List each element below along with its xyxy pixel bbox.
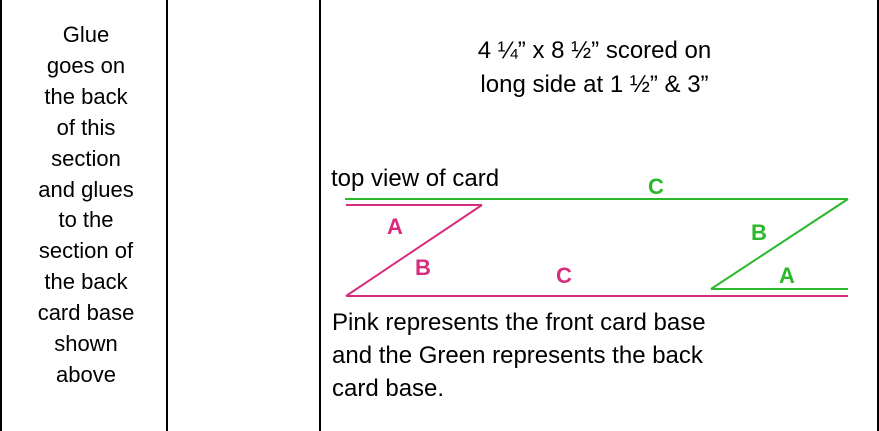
glue-line: section of	[38, 238, 134, 264]
table-border-left	[0, 0, 2, 431]
glue-line: the back	[44, 269, 128, 295]
glue-line: above	[56, 361, 116, 387]
glue-instructions: Glue goes on the back of this section an…	[12, 20, 160, 391]
glue-line: shown	[54, 331, 118, 357]
card-dimensions-heading: 4 ¼” x 8 ½” scored on long side at 1 ½” …	[322, 34, 867, 102]
glue-line: section	[51, 145, 121, 171]
pink-segment-b	[345, 204, 483, 297]
glue-line: goes on	[46, 52, 126, 78]
label-green-c: C	[648, 174, 664, 199]
label-pink-b: B	[415, 255, 431, 280]
glue-line: card base	[37, 300, 135, 326]
glue-line: of this	[56, 114, 116, 140]
top-view-label: top view of card	[331, 165, 500, 192]
glue-line: Glue	[62, 22, 110, 47]
glue-line: and glues	[38, 176, 134, 202]
label-green-a: A	[779, 263, 795, 288]
caption-line: and the Green represents the back	[332, 342, 703, 369]
glue-line: the back	[44, 83, 128, 109]
color-legend-caption: Pink represents the front card base and …	[332, 306, 872, 405]
glue-line: to the	[58, 207, 114, 233]
column-divider-1	[166, 0, 168, 431]
label-pink-a: A	[387, 214, 403, 239]
green-segment-b	[710, 198, 849, 290]
caption-line: Pink represents the front card base	[332, 309, 706, 336]
label-pink-c: C	[556, 263, 572, 288]
heading-line: long side at 1 ½” & 3”	[480, 71, 709, 98]
caption-line: card base.	[332, 375, 445, 402]
column-divider-2	[319, 0, 321, 431]
heading-line: 4 ¼” x 8 ½” scored on	[477, 37, 712, 64]
table-border-right	[877, 0, 879, 431]
label-green-b: B	[751, 220, 767, 245]
